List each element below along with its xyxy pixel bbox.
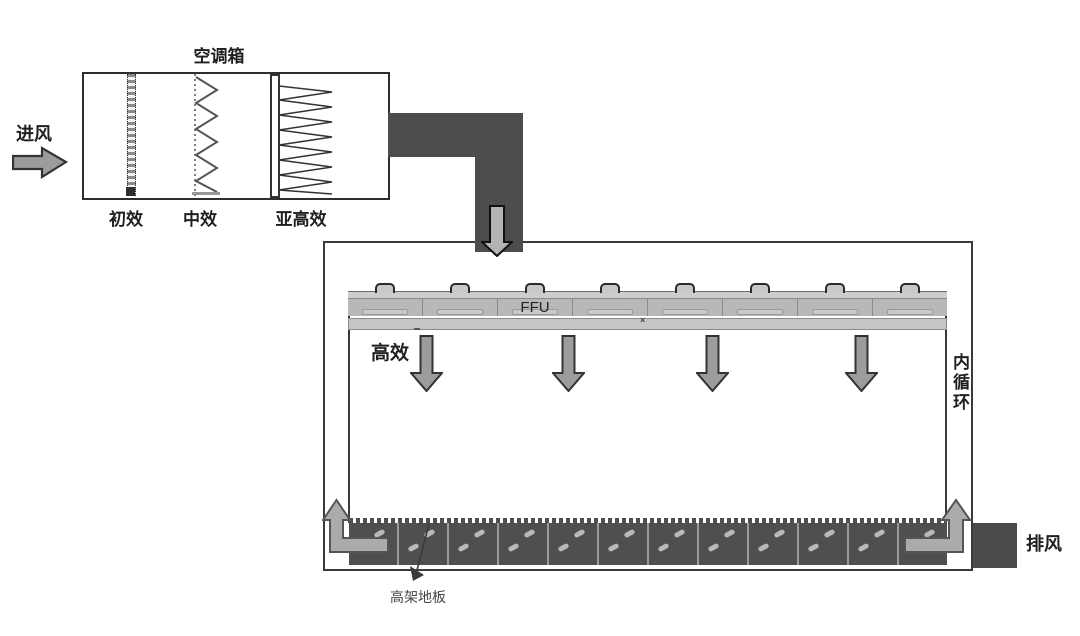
supply-air-arrow-icon — [696, 335, 729, 392]
pre-filter-label: 初效 — [109, 210, 143, 229]
floor-tile — [897, 523, 947, 565]
ffu-segment-row: FFU — [348, 283, 947, 316]
mid-filter-label: 中效 — [183, 210, 217, 229]
floor-perforation — [607, 542, 620, 553]
return-air-arrow-right-icon — [904, 498, 972, 553]
floor-perforation — [523, 529, 536, 539]
floor-perforation — [857, 542, 870, 553]
floor-perforation — [557, 542, 570, 553]
sub-hepa-frame — [270, 74, 280, 198]
floor-perforation — [473, 529, 486, 539]
stray-mark: × — [640, 315, 646, 325]
intake-arrow-icon — [12, 146, 68, 179]
floor-perforation — [673, 529, 686, 539]
floor-tile — [747, 523, 797, 565]
ffu-handle-icon — [675, 283, 695, 293]
floor-perforation — [873, 529, 886, 539]
ffu-filter-face — [662, 309, 708, 315]
ffu-unit — [572, 283, 647, 316]
floor-perforation — [723, 529, 736, 539]
floor-perforation — [823, 529, 836, 539]
hepa-label: 高效 — [371, 343, 410, 364]
floor-tile — [847, 523, 897, 565]
sub-hepa-pleats — [278, 85, 333, 195]
floor-perforation — [773, 529, 786, 539]
ffu-unit — [797, 283, 872, 316]
inner-circulation-label: 内循环 — [950, 353, 969, 413]
exhaust-label: 排风 — [1026, 534, 1062, 554]
floor-tile — [647, 523, 697, 565]
raised-floor-pointer-icon — [410, 523, 430, 581]
ffu-handle-icon — [450, 283, 470, 293]
floor-tile — [397, 523, 447, 565]
ffu-filter-face — [587, 309, 633, 315]
floor-tile — [797, 523, 847, 565]
floor-tile — [497, 523, 547, 565]
floor-perforation — [657, 542, 670, 553]
ffu-filter-face — [362, 309, 408, 315]
supply-duct-horizontal — [388, 113, 523, 157]
supply-air-arrow-icon — [845, 335, 878, 392]
ffu-filter-face — [812, 309, 858, 315]
ffu-handle-icon — [600, 283, 620, 293]
ffu-unit — [722, 283, 797, 316]
return-air-arrow-left-icon — [322, 498, 389, 553]
duct-down-arrow-icon — [481, 205, 513, 257]
ffu-filter-face — [737, 309, 783, 315]
ffu-handle-icon — [375, 283, 395, 293]
exhaust-duct-box — [973, 523, 1017, 568]
hepa-filter-strip — [348, 318, 947, 330]
raised-floor-label: 高架地板 — [390, 589, 446, 605]
ffu-unit — [872, 283, 947, 316]
floor-perforation — [457, 542, 470, 553]
ffu-filter-face — [887, 309, 933, 315]
ffu-unit: FFU — [497, 283, 572, 316]
ffu-ceiling: FFU — [348, 283, 947, 330]
floor-perforation — [757, 542, 770, 553]
ffu-filter-face — [437, 309, 483, 315]
stray-dash-mark — [414, 328, 420, 330]
intake-label: 进风 — [16, 124, 52, 144]
floor-perforation — [623, 529, 636, 539]
raised-floor — [349, 518, 947, 565]
floor-tile — [697, 523, 747, 565]
floor-tile — [597, 523, 647, 565]
floor-perforation — [707, 542, 720, 553]
ffu-handle-icon — [525, 283, 545, 293]
ffu-handle-icon — [900, 283, 920, 293]
ffu-label: FFU — [520, 299, 550, 316]
supply-air-arrow-icon — [410, 335, 443, 392]
inner-wall-left — [348, 291, 350, 523]
mid-filter-zigzag — [192, 74, 220, 196]
ffu-unit — [348, 283, 422, 316]
ffu-handle-icon — [750, 283, 770, 293]
floor-perforation — [507, 542, 520, 553]
ffu-rail — [348, 291, 947, 299]
ffu-filter-face — [512, 309, 558, 315]
ffu-unit — [647, 283, 722, 316]
supply-air-arrow-icon — [552, 335, 585, 392]
floor-band — [349, 523, 947, 565]
floor-tile — [547, 523, 597, 565]
floor-perforation-edge — [349, 518, 947, 523]
floor-perforation — [807, 542, 820, 553]
ahu-title: 空调箱 — [193, 47, 245, 66]
pre-filter-smudge — [126, 187, 135, 196]
floor-tile — [447, 523, 497, 565]
pre-filter-strip — [127, 74, 136, 196]
inner-wall-right — [945, 291, 947, 523]
sub-hepa-label: 亚高效 — [275, 210, 327, 229]
floor-perforation — [573, 529, 586, 539]
ffu-handle-icon — [825, 283, 845, 293]
ffu-unit — [422, 283, 497, 316]
